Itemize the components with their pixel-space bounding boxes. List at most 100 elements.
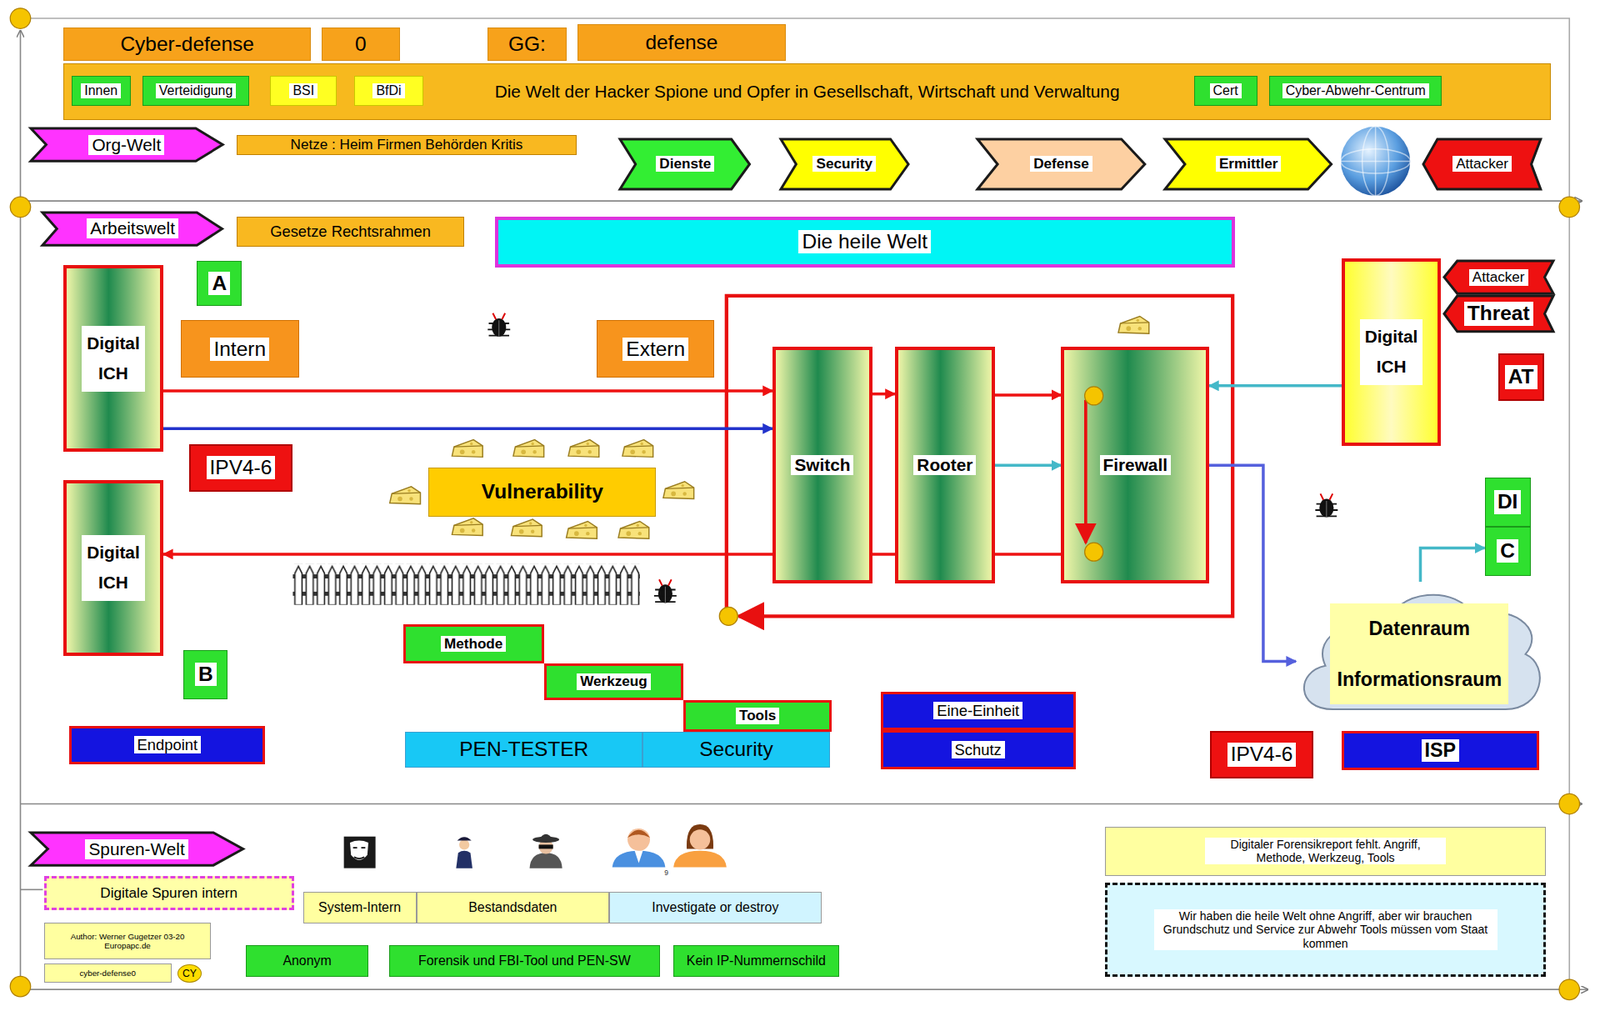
cheese-icons	[390, 486, 421, 505]
lchev-outline	[1444, 295, 1554, 332]
chev-outline	[1165, 139, 1332, 190]
connector	[163, 427, 773, 431]
fence	[292, 564, 641, 605]
title-box: defense	[577, 24, 786, 61]
blue-box: Eine-Einheit	[880, 691, 1076, 730]
network-device: Switch	[772, 346, 873, 584]
node-text: DI	[1494, 490, 1521, 514]
note-box: Bestandsdaten	[416, 891, 610, 924]
page-frame	[1559, 196, 1580, 217]
note-box: System-Intern	[303, 891, 417, 924]
letter-box: DI	[1485, 477, 1531, 527]
arrow-outline	[30, 832, 244, 865]
person-icons	[627, 828, 650, 851]
person-icons	[459, 839, 470, 850]
shape-node: Defense	[977, 139, 1145, 190]
shape-node: Attacker	[1444, 260, 1554, 294]
node-text: Switch	[790, 455, 854, 475]
node-text: GG:	[508, 32, 546, 56]
connector	[995, 393, 1062, 397]
rule-box: Gesetze Rechtsrahmen	[236, 216, 465, 248]
node-text: AT	[1505, 365, 1538, 389]
node-text: Firewall	[1100, 455, 1171, 475]
person-icons	[455, 850, 473, 869]
chev-outline	[620, 139, 750, 190]
note-box: Digitaler Forensikreport fehlt. Angriff,…	[1105, 826, 1546, 876]
page-frame	[1559, 979, 1580, 1000]
node-text: Bestandsdaten	[468, 900, 557, 915]
tag-box: Anonym	[245, 945, 369, 977]
connector	[872, 392, 895, 396]
connector	[163, 389, 773, 393]
person-icons	[353, 847, 366, 859]
page-frame	[20, 803, 1581, 805]
bug-icons	[487, 313, 1338, 604]
cheese-icons	[618, 520, 650, 539]
person-box: Digital ICH	[1341, 258, 1441, 446]
node-text: B	[195, 662, 217, 686]
tag-box: Forensik und FBI-Tool und PEN-SW	[389, 945, 661, 977]
node-text: Gesetze Rechtsrahmen	[270, 222, 431, 240]
tag-box: BfDi	[354, 75, 424, 107]
node-text: Extern	[622, 337, 689, 361]
connector	[1209, 384, 1342, 388]
node-text: Eine-Einheit	[933, 701, 1023, 720]
chev-outline	[977, 139, 1145, 190]
node-text: Security	[812, 155, 876, 173]
zone-box: Extern	[596, 320, 715, 378]
person-icons	[612, 850, 666, 868]
blue-box: Schutz	[880, 730, 1076, 770]
node-text: BfDi	[372, 83, 405, 99]
person-icons	[350, 840, 369, 860]
node-text: Cyber-defense	[120, 32, 255, 56]
vulnerability-box: Vulnerability	[428, 467, 656, 517]
node-text: cyber-defense0	[79, 968, 135, 978]
note-box: cyber-defense0	[44, 963, 172, 983]
person-icons	[690, 829, 710, 850]
note-box: Investigate or destroy	[609, 891, 822, 924]
shape-node: Security	[780, 139, 909, 190]
role-box: Security	[642, 731, 830, 768]
node-text: Tools	[735, 707, 780, 725]
person-icons	[673, 850, 727, 868]
note-box: Author: Werner Gugetzer 03-20 Europapc.d…	[44, 922, 212, 960]
node-text: Endpoint	[134, 735, 201, 754]
blue-box: ISP	[1341, 730, 1539, 771]
cheese-icons	[663, 481, 695, 500]
lchev-outline	[1444, 260, 1554, 294]
node-text: Verteidigung	[155, 83, 236, 99]
node-text: 0	[355, 32, 367, 56]
shape-node: Org-Welt	[30, 128, 223, 161]
shape-node: Arbeitswelt	[42, 212, 223, 245]
page-frame	[10, 8, 30, 29]
bug-icons	[654, 579, 677, 603]
node-text: Attacker	[1469, 269, 1529, 286]
blue-box: Endpoint	[69, 725, 265, 765]
shape-node: Threat	[1444, 295, 1554, 332]
node-text: Vulnerability	[481, 480, 604, 504]
node-text: Org-Welt	[88, 135, 165, 155]
person-icons	[344, 836, 376, 869]
node-text: ISP	[1421, 739, 1460, 762]
tag-box: Cert	[1194, 75, 1258, 107]
letter-box: C	[1485, 526, 1531, 576]
tag-box: Verteidigung	[142, 75, 249, 107]
node-text: Schutz	[951, 740, 1005, 759]
heading-band: Die Welt der Hacker Spione und Opfer in …	[63, 63, 1551, 121]
globe-icon	[1340, 126, 1410, 196]
page-frame	[20, 989, 1588, 991]
cheese-icons	[566, 520, 598, 539]
title-box: Cyber-defense	[63, 27, 312, 61]
node-text: System-Intern	[318, 900, 401, 915]
note-box: Wir haben die heile Welt ohne Angriff, a…	[1105, 882, 1546, 977]
node-text: Investigate or destroy	[651, 900, 779, 915]
bug-icons	[1315, 493, 1338, 517]
network-frame	[719, 606, 738, 625]
letter-box: A	[196, 260, 242, 306]
page-frame	[10, 196, 30, 217]
step-box: Tools	[683, 700, 832, 732]
arrow-outline	[30, 128, 223, 161]
node-text: Anonym	[282, 953, 331, 969]
person-icons	[539, 844, 554, 849]
